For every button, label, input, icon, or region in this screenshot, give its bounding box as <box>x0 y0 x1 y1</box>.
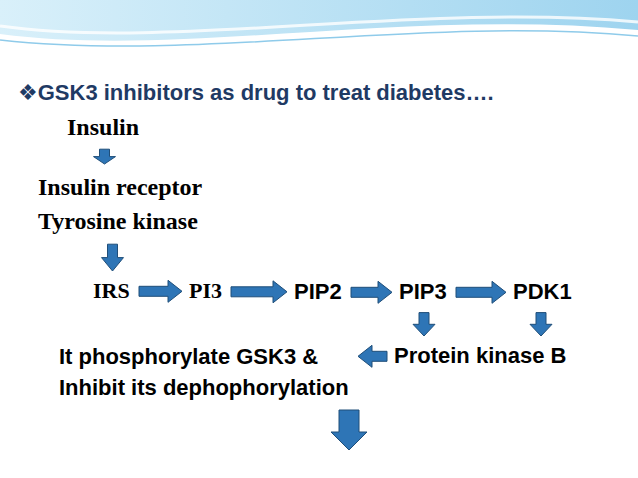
block-arrow <box>351 281 392 303</box>
header-wave <box>0 24 638 60</box>
down-arrow <box>331 410 367 450</box>
block-arrow <box>139 280 182 302</box>
header-swoosh <box>0 31 638 46</box>
step-label: It phosphorylate GSK3 & Inhibit its deph… <box>59 342 351 404</box>
pathway-step: IRS <box>90 275 135 308</box>
block-arrow <box>413 313 435 336</box>
step-label: PIP2 <box>294 278 344 307</box>
pathway-step: PI3 <box>186 275 227 308</box>
step-label: Insulin receptor Tyrosine kinase <box>38 170 204 238</box>
pathway-step: Insulin <box>64 110 145 145</box>
block-arrow <box>231 281 287 303</box>
pathway-step: It phosphorylate GSK3 & Inhibit its deph… <box>56 340 354 406</box>
slide-title: ❖GSK3 inhibitors as drug to treat diabet… <box>18 80 494 106</box>
step-label: PDK1 <box>513 278 574 307</box>
step-label: IRS <box>93 277 132 306</box>
step-label: Insulin <box>67 112 142 143</box>
pathway-step: Insulin receptor Tyrosine kinase <box>35 168 207 240</box>
block-arrow <box>456 281 506 303</box>
block-arrow <box>530 313 552 336</box>
step-label: PI3 <box>189 277 224 306</box>
pathway-step: PIP3 <box>396 276 452 309</box>
step-label: Protein kinase B <box>394 342 569 371</box>
block-arrow <box>358 345 387 367</box>
pathway-step: Protein kinase B <box>391 340 572 373</box>
pathway-step: PDK1 <box>510 276 577 309</box>
pathway-step: PIP2 <box>291 276 347 309</box>
block-arrow <box>94 149 116 164</box>
block-arrow <box>102 244 124 271</box>
step-label: PIP3 <box>399 278 449 307</box>
